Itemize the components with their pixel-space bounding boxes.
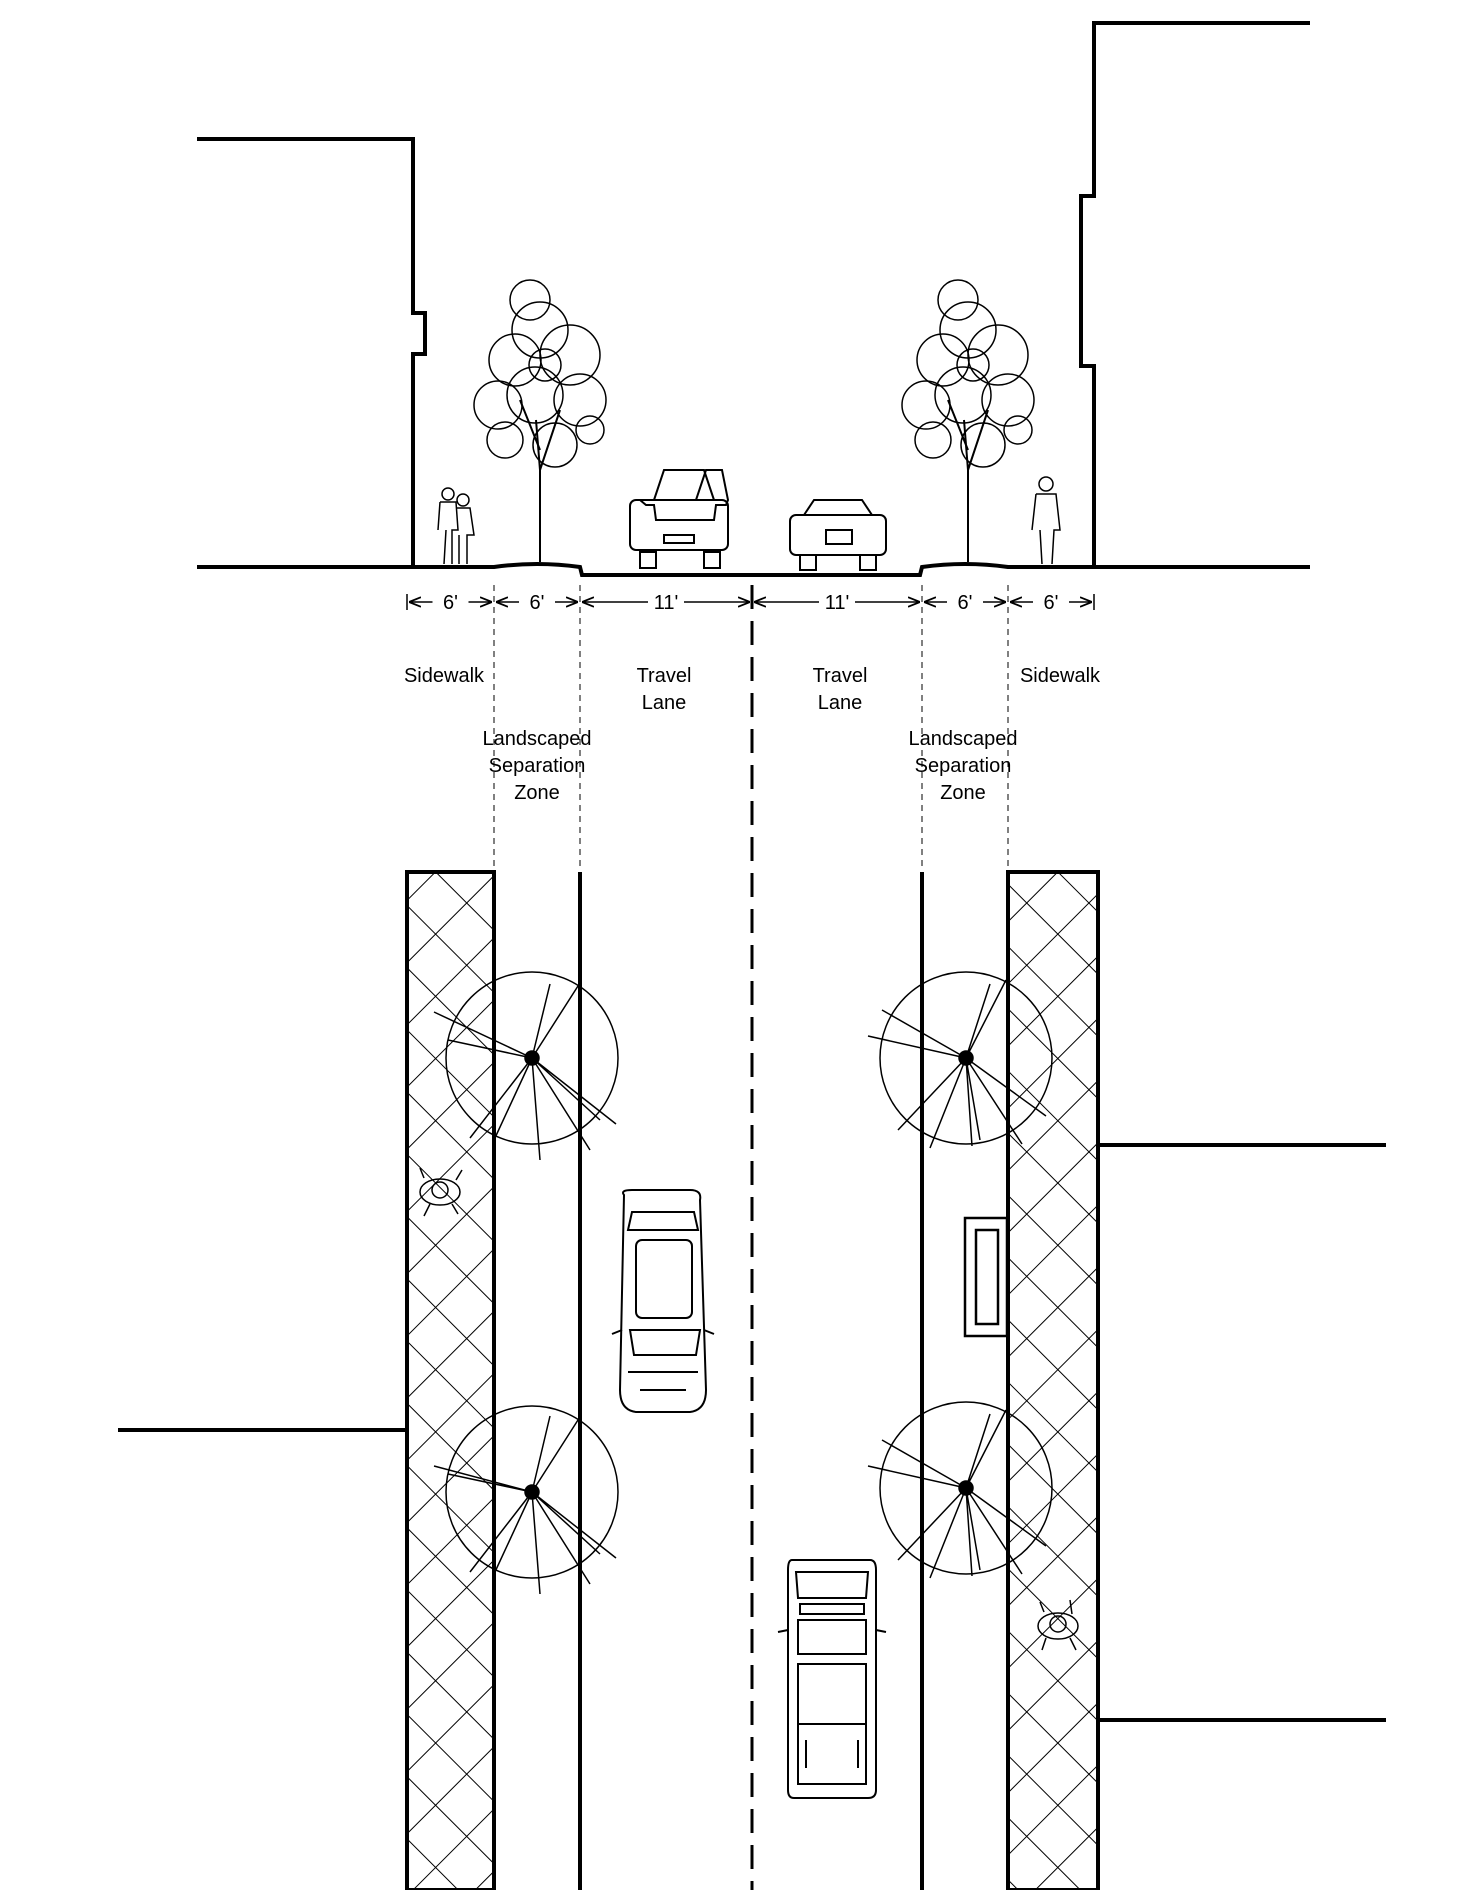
dimension-label: 6' — [443, 592, 458, 614]
tree-canopy-plan-left-upper — [433, 971, 619, 1161]
zone-label-landscape-left: Separation — [489, 755, 586, 777]
dimension-label: 6' — [1044, 592, 1059, 614]
zone-label-sidewalk-right: Sidewalk — [1020, 665, 1101, 687]
car-elevation-right — [789, 499, 887, 571]
pedestrian-man-elevation — [1031, 476, 1061, 565]
tree-elevation-left — [473, 279, 607, 562]
pedestrian-plan-left — [419, 1167, 463, 1217]
pedestrian-plan-right — [1037, 1599, 1079, 1651]
pickup-truck-plan — [777, 1559, 887, 1799]
sidewalk-plan-right — [1006, 870, 1100, 1890]
dimension-labels: 6' 6' 11' 11' 6' 6' — [409, 592, 1092, 614]
zone-label-travel-right: Lane — [818, 692, 863, 714]
zone-label-travel-left: Lane — [642, 692, 687, 714]
zone-label-travel-left: Travel — [637, 665, 692, 687]
tree-elevation-right — [901, 279, 1035, 562]
tree-canopy-plan-right-upper — [867, 971, 1053, 1149]
sedan-plan — [611, 1189, 715, 1413]
dimension-label: 11' — [825, 592, 850, 614]
car-elevation-left — [629, 469, 730, 569]
zone-label-travel-right: Travel — [813, 665, 868, 687]
tree-canopy-plan-right-lower — [867, 1401, 1053, 1579]
zone-label-landscape-left: Zone — [514, 782, 560, 804]
dimension-label: 11' — [654, 592, 679, 614]
zone-label-landscape-right: Zone — [940, 782, 986, 804]
sidewalk-plan-left — [405, 870, 496, 1890]
section-view: 6' 6' 11' 11' 6' 6' SidewalkLandscapedSeparat… — [197, 21, 1310, 1890]
zone-label-landscape-right: Separation — [915, 755, 1012, 777]
zone-label-landscape-left: Landscaped — [483, 728, 592, 750]
right-building-outline — [1079, 21, 1310, 567]
dimension-line — [406, 594, 1095, 610]
zone-label-sidewalk-left: Sidewalk — [404, 665, 485, 687]
bench-plan — [963, 1216, 1009, 1338]
zone-divider-lines — [493, 585, 1009, 868]
zone-label-landscape-right: Landscaped — [909, 728, 1018, 750]
plan-view — [118, 870, 1386, 1890]
ground-line — [197, 562, 1310, 577]
tree-canopy-plan-left-lower — [433, 1405, 619, 1595]
dimension-label: 6' — [530, 592, 545, 614]
left-building-outline — [197, 137, 427, 567]
dimension-label: 6' — [958, 592, 973, 614]
pedestrian-couple-elevation — [437, 487, 475, 565]
